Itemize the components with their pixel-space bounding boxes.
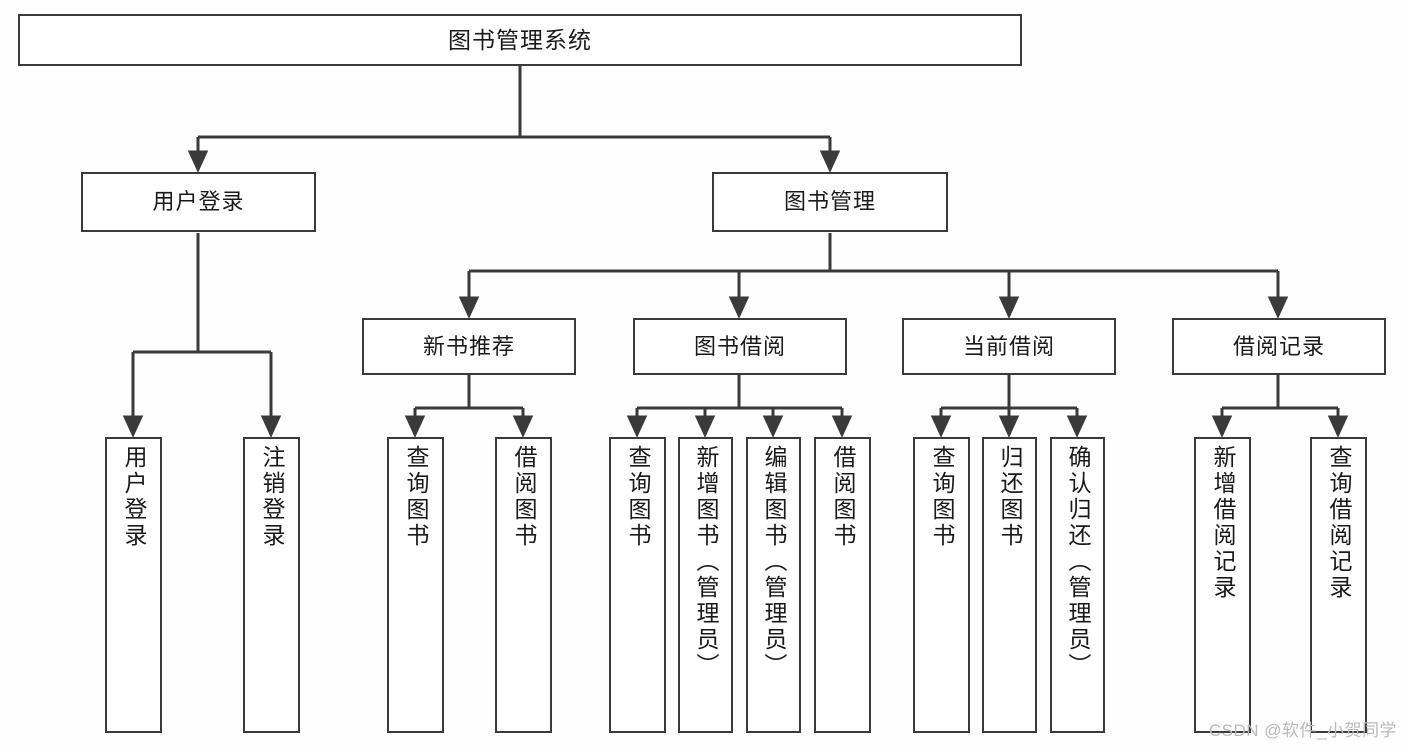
leaf-query-book-2-label: 查询图书	[625, 445, 651, 549]
node-book-borrow[interactable]: 图书借阅	[633, 318, 847, 375]
node-root[interactable]: 图书管理系统	[18, 14, 1022, 66]
leaf-add-borrow-record-label: 新增借阅记录	[1210, 445, 1236, 601]
leaf-edit-book-admin[interactable]: 编辑图书（管理员）	[746, 437, 801, 733]
leaf-query-book-3-label: 查询图书	[929, 445, 955, 549]
leaf-return-book[interactable]: 归还图书	[982, 437, 1037, 733]
leaf-borrow-book-1-label: 借阅图书	[511, 445, 537, 549]
node-current-borrow[interactable]: 当前借阅	[902, 318, 1116, 375]
node-book-manage[interactable]: 图书管理	[712, 172, 948, 232]
node-new-book-recommend[interactable]: 新书推荐	[362, 318, 576, 375]
leaf-query-book-1[interactable]: 查询图书	[387, 437, 444, 733]
leaf-query-book-3[interactable]: 查询图书	[913, 437, 970, 733]
leaf-query-book-1-label: 查询图书	[403, 445, 429, 549]
leaf-borrow-book-2-label: 借阅图书	[830, 445, 856, 549]
leaf-return-book-label: 归还图书	[997, 445, 1023, 549]
node-borrow-record[interactable]: 借阅记录	[1172, 318, 1386, 375]
node-borrow-record-label: 借阅记录	[1232, 333, 1325, 359]
leaf-query-book-2[interactable]: 查询图书	[609, 437, 666, 733]
leaf-user-login-label: 用户登录	[121, 445, 147, 549]
node-book-manage-label: 图书管理	[783, 189, 876, 215]
leaf-query-borrow-record-label: 查询借阅记录	[1326, 445, 1352, 601]
leaf-add-book-admin[interactable]: 新增图书（管理员）	[678, 437, 733, 733]
leaf-add-book-admin-label: 新增图书（管理员）	[693, 445, 719, 679]
node-current-borrow-label: 当前借阅	[962, 333, 1055, 359]
leaf-borrow-book-1[interactable]: 借阅图书	[495, 437, 552, 733]
leaf-edit-book-admin-label: 编辑图书（管理员）	[761, 445, 787, 679]
leaf-confirm-return-admin[interactable]: 确认归还（管理员）	[1050, 437, 1105, 733]
node-new-book-recommend-label: 新书推荐	[422, 333, 515, 359]
node-book-borrow-label: 图书借阅	[693, 333, 786, 359]
node-root-label: 图书管理系统	[448, 26, 592, 53]
watermark-text: CSDN @软件_小贺同学	[1208, 721, 1397, 740]
leaf-borrow-book-2[interactable]: 借阅图书	[814, 437, 871, 733]
leaf-add-borrow-record[interactable]: 新增借阅记录	[1194, 437, 1251, 733]
leaf-query-borrow-record[interactable]: 查询借阅记录	[1310, 437, 1367, 733]
node-user-login-label: 用户登录	[152, 189, 245, 215]
leaf-confirm-return-admin-label: 确认归还（管理员）	[1065, 445, 1091, 679]
leaf-logout[interactable]: 注销登录	[243, 437, 300, 733]
node-user-login[interactable]: 用户登录	[81, 172, 316, 232]
leaf-user-login[interactable]: 用户登录	[105, 437, 162, 733]
leaf-logout-label: 注销登录	[259, 445, 285, 549]
